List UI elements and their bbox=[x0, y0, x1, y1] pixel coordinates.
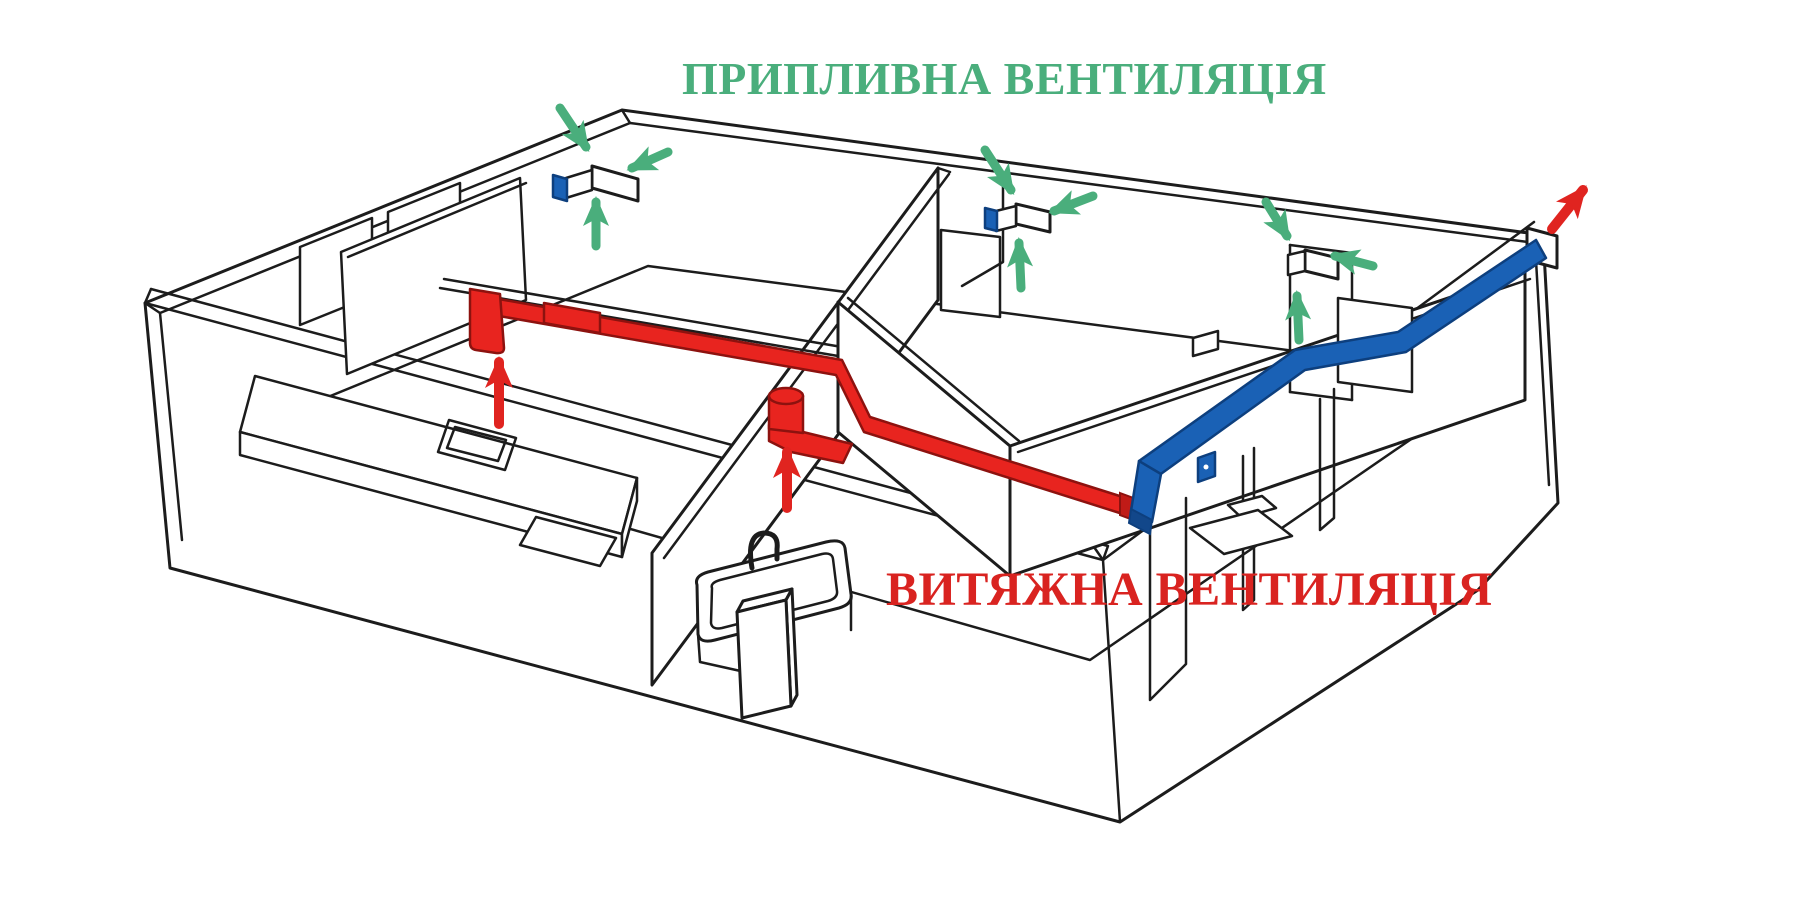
green-arrow bbox=[1329, 249, 1378, 275]
supply-air-arrows bbox=[555, 103, 1378, 345]
kitchen-sink bbox=[436, 418, 518, 472]
entry-partition-wall bbox=[339, 176, 528, 376]
green-arrow bbox=[555, 103, 591, 152]
kitchen-counter bbox=[238, 374, 639, 559]
green-arrow bbox=[1007, 237, 1034, 293]
green-arrow bbox=[1285, 290, 1312, 345]
red-arrow-outlet bbox=[1547, 185, 1588, 234]
water-heater bbox=[735, 587, 799, 720]
transit-duct-blue bbox=[1127, 238, 1548, 536]
blue-duct-run bbox=[1137, 238, 1548, 478]
vent-cap-blue bbox=[551, 173, 569, 203]
exhaust-ventilation-label: ВИТЯЖНА ВЕНТИЛЯЦІЯ bbox=[886, 563, 1493, 616]
supply-ventilation-label: ПРИПЛИВНА ВЕНТИЛЯЦІЯ bbox=[682, 53, 1327, 104]
interior-vent-plate bbox=[1191, 329, 1220, 358]
green-arrow bbox=[1261, 197, 1292, 242]
green-arrow bbox=[980, 145, 1016, 196]
exhaust-duct-red bbox=[468, 287, 1137, 523]
inline-fan bbox=[767, 386, 854, 465]
floor-details bbox=[518, 494, 1294, 568]
exhaust-air-arrows bbox=[485, 185, 1588, 513]
supply-vent-2 bbox=[983, 202, 1052, 234]
bathtub bbox=[695, 539, 853, 674]
red-duct-elbow bbox=[468, 287, 506, 355]
supply-vent-1 bbox=[551, 164, 640, 203]
green-arrow bbox=[626, 146, 673, 173]
bath-faucet bbox=[748, 530, 780, 571]
blue-duct-cap bbox=[1127, 507, 1154, 536]
red-duct-coupling bbox=[542, 301, 602, 335]
vent-cap-blue bbox=[983, 206, 999, 233]
green-arrow bbox=[1048, 190, 1098, 216]
